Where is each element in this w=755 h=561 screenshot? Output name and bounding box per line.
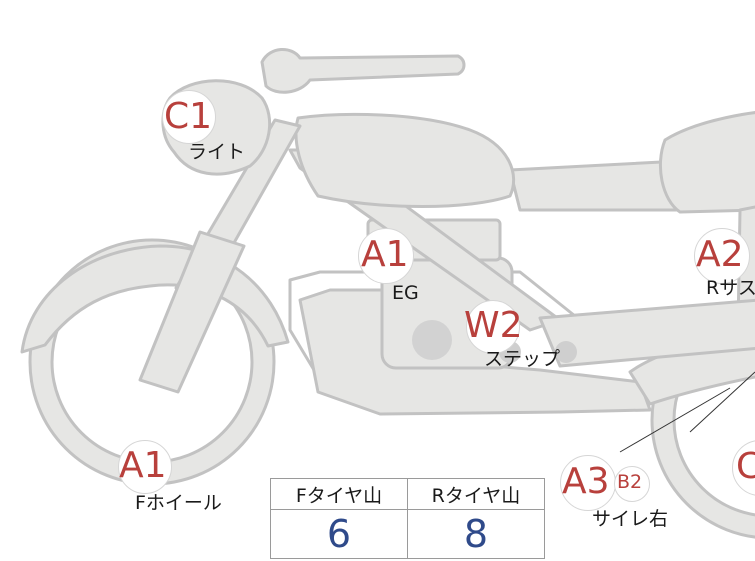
step-dot-right	[555, 341, 577, 363]
marker-engine-label: EG	[392, 282, 419, 304]
marker-rear-susp-label: Rサス	[706, 277, 755, 299]
front-fork-lower	[138, 230, 246, 394]
marker-step-code: W2	[464, 305, 523, 346]
rear-tire-tread-header: Rタイヤ山	[407, 478, 545, 510]
marker-light-code: C1	[164, 96, 213, 137]
marker-silencer-subcode-text: B2	[617, 471, 643, 493]
silencer	[538, 298, 755, 368]
marker-rear-susp-circle	[694, 228, 750, 284]
rear-leader-line	[689, 371, 755, 433]
marker-front-wheel-code: A1	[119, 445, 167, 486]
marker-step-label: ステップ	[484, 348, 561, 370]
marker-silencer-subcode-circle	[614, 466, 650, 502]
front-tire-tread-header: Fタイヤ山	[270, 478, 408, 510]
silencer-leader-line	[619, 387, 731, 453]
front-tire-tread-value[interactable]: 6	[270, 509, 408, 559]
marker-silencer-right-code: A3	[562, 461, 610, 502]
rear-tail	[658, 111, 755, 214]
engine-cover-dot	[412, 320, 452, 360]
fuel-tank	[294, 112, 516, 208]
marker-front-wheel-circle	[118, 440, 172, 494]
marker-step-circle	[466, 300, 520, 354]
marker-front-wheel-label: Fホイール	[135, 492, 222, 514]
marker-engine-circle	[358, 228, 414, 284]
tire-tread-table: Fタイヤ山 Rタイヤ山 6 8	[270, 478, 545, 559]
marker-silencer-right-circle	[560, 455, 616, 511]
marker-light-label: ライト	[188, 141, 246, 163]
marker-light-circle	[162, 90, 216, 144]
marker-engine-code: A1	[361, 234, 409, 275]
marker-rear-susp-code: A2	[696, 234, 744, 275]
marker-rear-wheel-code: C	[736, 446, 755, 487]
tire-tread-value-row: 6 8	[270, 509, 545, 559]
tire-tread-header-row: Fタイヤ山 Rタイヤ山	[270, 478, 545, 510]
marker-silencer-right-label: サイレ右	[592, 508, 669, 530]
rear-tire-tread-value[interactable]: 8	[407, 509, 545, 559]
handlebar	[260, 48, 466, 94]
